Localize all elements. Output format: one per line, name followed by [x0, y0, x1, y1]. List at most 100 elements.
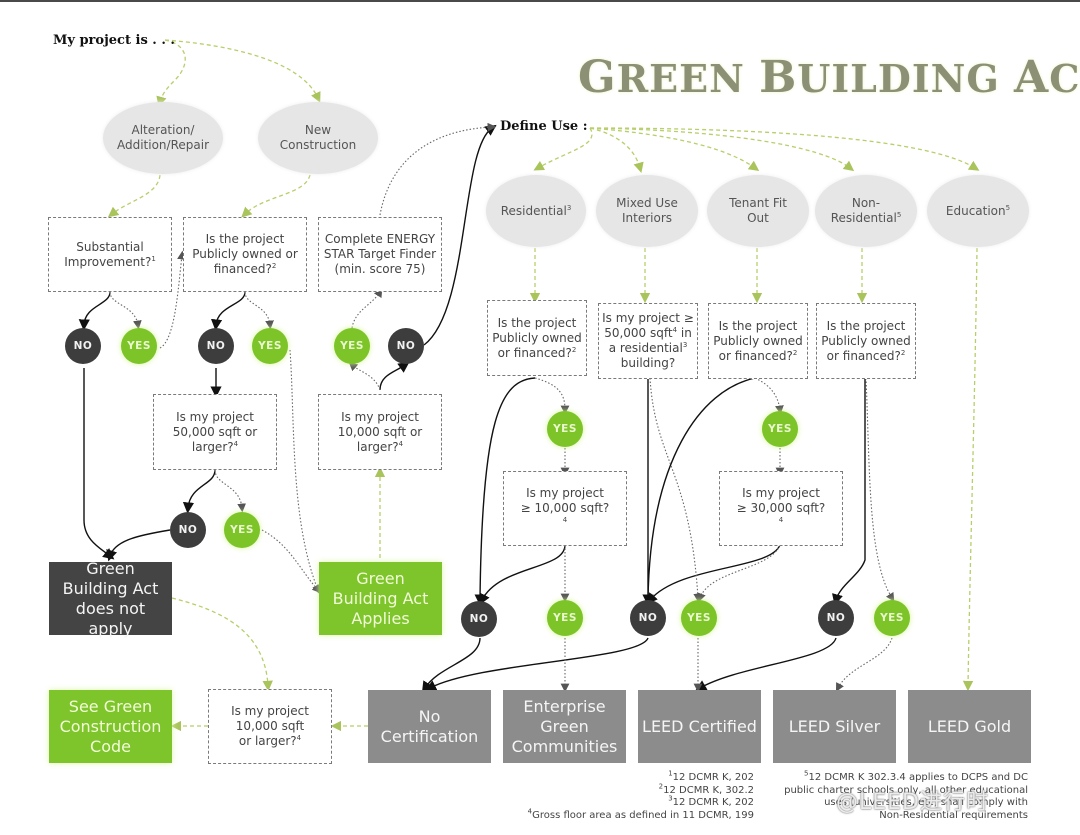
link-start-new [164, 39, 321, 103]
link-50k-yes [214, 469, 246, 513]
link-use-tenant [589, 127, 760, 172]
link-no1-notapply [83, 368, 115, 560]
footnote-text: 12 DCMR K, 202 [672, 772, 754, 783]
oval-education[interactable]: Education5 [927, 175, 1029, 247]
result-enterprise-green[interactable]: Enterprise Green Communities [503, 690, 626, 763]
result-label: See Green Construction Code [59, 696, 162, 756]
q-text: Is my project 10,000 sqft or larger? [337, 409, 423, 454]
link-substantial-yes [109, 291, 142, 330]
result-label: Enterprise Green Communities [511, 696, 618, 756]
link-10k-no [379, 361, 410, 391]
no-circle[interactable]: NO [65, 328, 101, 364]
question-tenant-30k[interactable]: Is my project ≥ 30,000 sqft?4 [719, 471, 843, 546]
yes-circle[interactable]: YES [547, 600, 583, 636]
question-10k-mid[interactable]: Is my project 10,000 sqft or larger?4 [318, 394, 442, 470]
footnote-text: 12 DCMR K, 202 [672, 797, 754, 808]
oval-label: Education5 [946, 204, 1010, 219]
question-public-left[interactable]: Is the project Publicly owned or finance… [183, 217, 307, 292]
q-text: Is the project Publicly owned or finance… [713, 318, 803, 363]
result-leed-certified[interactable]: LEED Certified [638, 690, 761, 763]
result-no-certification[interactable]: No Certification [368, 690, 491, 763]
question-energy-star[interactable]: Complete ENERGY STAR Target Finder (min.… [318, 217, 442, 292]
yes-circle[interactable]: YES [121, 328, 157, 364]
link-nonres-no [832, 378, 866, 606]
oval-non-residential[interactable]: Non-Residential5 [815, 175, 917, 247]
question-text: Is the project Publicly owned or finance… [188, 232, 303, 277]
link-energystar-defineuse [379, 122, 497, 216]
link-res10k-no [479, 544, 566, 605]
question-text: Is the project Publicly owned or finance… [820, 319, 912, 364]
footnote-ref: 2 [900, 348, 906, 357]
q-text: Is the project Publicly owned or finance… [821, 318, 911, 363]
footnote-line: public charter schools only, all other e… [784, 784, 1028, 796]
footnote-ref: 5 [896, 211, 902, 219]
question-text: Substantial Improvement?1 [63, 240, 158, 270]
question-substantial-improvement[interactable]: Substantial Improvement?1 [48, 217, 172, 292]
result-green-construction-code[interactable]: See Green Construction Code [49, 690, 172, 763]
link-mixed-yes [649, 377, 703, 603]
link-nocirc1-nocert [421, 637, 481, 693]
link-edu-gold [962, 247, 978, 692]
question-public-tenant[interactable]: Is the project Publicly owned or finance… [708, 303, 808, 379]
question-public-residential[interactable]: Is the project Publicly owned or finance… [487, 300, 587, 376]
footnote-ref: 3 [566, 203, 572, 212]
result-leed-silver[interactable]: LEED Silver [773, 690, 896, 763]
question-text: Is my project ≥ 10,000 sqft?4 [520, 486, 610, 531]
no-circle[interactable]: NO [461, 601, 497, 637]
link-use-edu [589, 127, 980, 171]
link-yes4-energystar [351, 288, 383, 329]
oval-tenant-fit-out[interactable]: Tenant Fit Out [707, 175, 809, 247]
question-text: Is my project 10,000 sqft or larger?4 [230, 704, 310, 749]
no-circle[interactable]: NO [170, 512, 206, 548]
oval-label: New Construction [279, 123, 357, 152]
yes-circle[interactable]: YES [224, 512, 260, 548]
question-bottom-10k[interactable]: Is my project 10,000 sqft or larger?4 [208, 689, 332, 764]
oval-text: Education [945, 203, 1006, 218]
yes-circle[interactable]: YES [762, 411, 798, 447]
yes-circle[interactable]: YES [547, 411, 583, 447]
define-use-label: Define Use : [500, 119, 588, 134]
question-text: Is the project Publicly owned or finance… [712, 319, 804, 364]
question-50k-left[interactable]: Is my project 50,000 sqft or larger?4 [153, 394, 277, 470]
result-leed-gold[interactable]: LEED Gold [908, 690, 1031, 763]
link-50k-no [182, 469, 216, 514]
link-new-public [241, 174, 311, 218]
result-act-does-not-apply[interactable]: Green Building Act does not apply [49, 559, 172, 638]
question-res-10k[interactable]: Is my project ≥ 10,000 sqft?4 [503, 471, 627, 546]
footnote-ref: 4 [562, 516, 568, 524]
oval-mixed-use[interactable]: Mixed Use Interiors [596, 175, 698, 247]
result-label: No Certification [380, 706, 479, 746]
footnote-ref: 4 [672, 326, 678, 334]
q-text: Substantial Improvement? [64, 239, 152, 269]
link-res-yes [534, 377, 570, 415]
oval-new-construction[interactable]: New Construction [258, 102, 378, 174]
yes-circle[interactable]: YES [334, 328, 370, 364]
no-circle[interactable]: NO [388, 328, 424, 364]
footnote-ref: 5 [1005, 203, 1011, 212]
link-tenant-no [642, 377, 756, 606]
question-public-nonres[interactable]: Is the project Publicly owned or finance… [816, 303, 916, 379]
question-mixed-50k[interactable]: Is my project ≥ 50,000 sqft4 in a reside… [598, 303, 698, 379]
result-label: LEED Certified [642, 716, 757, 736]
title-letter: B [759, 52, 798, 103]
no-circle[interactable]: NO [630, 600, 666, 636]
result-label: LEED Gold [927, 716, 1012, 736]
footnotes-left: 112 DCMR K, 202 212 DCMR K, 302.2 312 DC… [500, 770, 754, 822]
title-letter: A [1014, 52, 1050, 103]
yes-circle[interactable]: YES [681, 600, 717, 636]
no-circle[interactable]: NO [818, 600, 854, 636]
no-circle[interactable]: NO [198, 328, 234, 364]
link-no4-defineuse [423, 124, 497, 346]
oval-residential[interactable]: Residential3 [486, 175, 586, 247]
start-label: My project is . . . [53, 33, 175, 48]
footnote-text: 12 DCMR K, 302.2 [663, 784, 754, 796]
question-text: Is the project Publicly owned or finance… [491, 316, 583, 361]
yes-circle[interactable]: YES [252, 328, 288, 364]
oval-label: Residential3 [501, 204, 572, 219]
oval-alteration[interactable]: Alteration/ Addition/Repair [103, 102, 223, 174]
yes-circle[interactable]: YES [874, 600, 910, 636]
q-text: Is my project ≥ 10,000 sqft? [520, 486, 610, 515]
link-10k-yes [348, 362, 381, 391]
result-act-applies[interactable]: Green Building Act Applies [319, 562, 442, 635]
link-yes2-applies [289, 349, 321, 595]
